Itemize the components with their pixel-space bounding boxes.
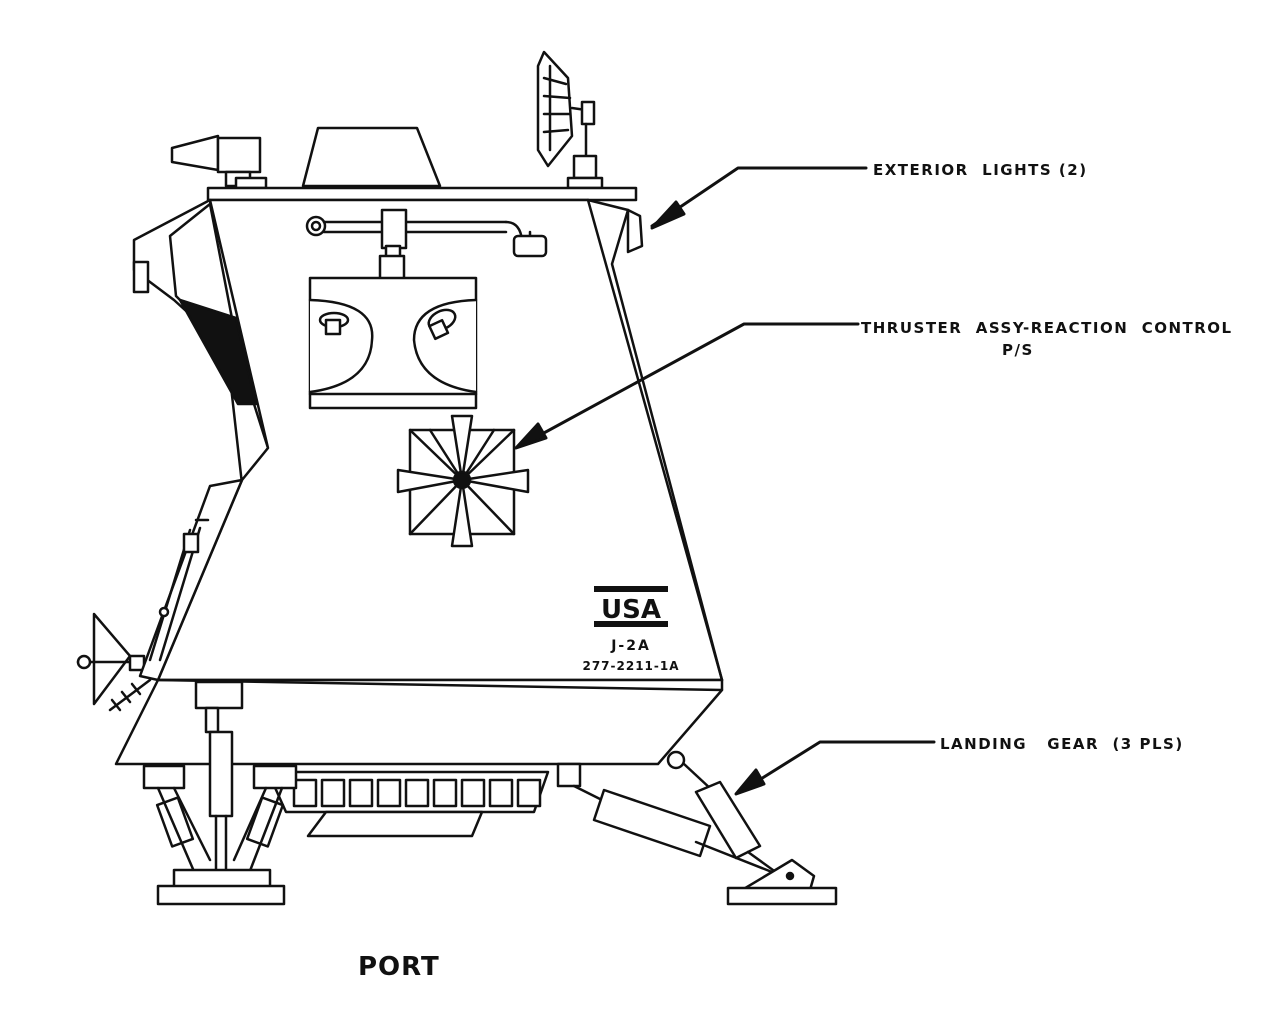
- landing-gear-right: [556, 750, 838, 906]
- exterior-light: [626, 208, 644, 254]
- descent-stage-skirt: [266, 770, 550, 814]
- landing-gear-left: [142, 680, 298, 906]
- callout-landing-gear: LANDING GEAR (3 PLS): [940, 735, 1184, 753]
- docking-hatch-housing: [301, 126, 442, 188]
- callout-thruster-assy: THRUSTER ASSY-REACTION CONTROL: [861, 319, 1233, 337]
- descent-engine-nozzle: [306, 810, 484, 838]
- decal-part-number: 277-2211-1A: [582, 659, 679, 673]
- leader-exterior-lights: [650, 166, 868, 230]
- callout-exterior-lights: EXTERIOR LIGHTS (2): [873, 161, 1088, 179]
- decal-model: J-2A: [610, 638, 651, 654]
- window-panel: [308, 276, 478, 410]
- leader-thruster-assy: [514, 322, 860, 450]
- ascent-stage-left-bulge: [132, 198, 270, 486]
- view-label: PORT: [358, 952, 440, 982]
- decal-country: USA: [601, 595, 661, 625]
- top-deck-plate: [206, 186, 638, 202]
- rcs-thruster-quad: [396, 414, 530, 548]
- callout-thruster-side: P/S: [1002, 341, 1034, 359]
- leader-landing-gear: [734, 740, 936, 796]
- top-antenna-cone: [170, 134, 268, 190]
- descent-stage-body: [114, 678, 724, 766]
- usa-decal: USA J-2A 277-2211-1A: [582, 586, 679, 673]
- steerable-dish-antenna: [536, 50, 604, 190]
